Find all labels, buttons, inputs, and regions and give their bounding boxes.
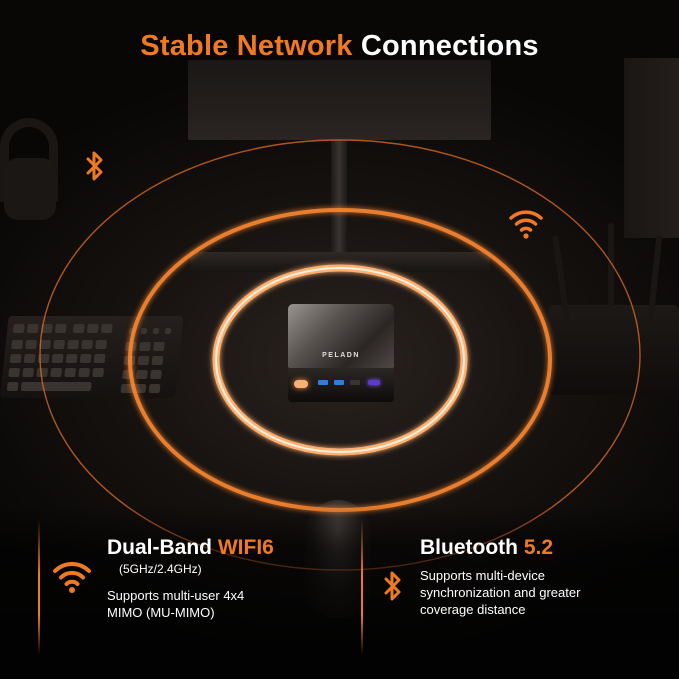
device-brand-logo: PELADN (322, 352, 360, 359)
wifi-icon (509, 210, 543, 239)
mini-pc-image: PELADN (288, 304, 394, 402)
title-main: Connections (360, 30, 539, 62)
wifi-feature-icon (53, 561, 91, 593)
divider-middle (361, 520, 363, 655)
headphones-cup-image (4, 158, 56, 220)
wifi-feature-description: Supports multi-user 4x4 MIMO (MU-MIMO) (107, 587, 244, 621)
bluetooth-title-main: Bluetooth (420, 536, 518, 559)
page-title: Stable Network Connections (0, 30, 679, 63)
feature-info-panel (0, 505, 679, 679)
wifi-title-main: Dual-Band (107, 536, 212, 559)
bluetooth-desc-line-2: synchronization and greater (420, 585, 581, 600)
wifi-desc-line-1: Supports multi-user 4x4 (107, 588, 245, 603)
bluetooth-feature-description: Supports multi-device synchronization an… (420, 567, 580, 618)
bluetooth-desc-line-3: coverage distance (420, 602, 526, 617)
bluetooth-feature-icon (384, 571, 401, 601)
title-accent: Stable Network (140, 30, 353, 62)
divider-left (38, 520, 40, 655)
bluetooth-icon (86, 151, 103, 181)
bluetooth-desc-line-1: Supports multi-device (420, 568, 545, 583)
background-cabinet (624, 58, 679, 238)
wifi-feature-title: Dual-Band WIFI6 (107, 536, 274, 560)
headphones-image (0, 118, 58, 202)
bluetooth-feature-title: Bluetooth 5.2 (420, 536, 553, 560)
bluetooth-title-accent: 5.2 (523, 536, 554, 559)
router-image (548, 223, 679, 395)
wifi-desc-line-2: MIMO (MU-MIMO) (107, 605, 215, 620)
monitor-image (188, 60, 491, 272)
wifi-band-note: (5GHz/2.4GHz) (119, 562, 202, 576)
wifi-title-accent: WIFI6 (217, 536, 274, 559)
